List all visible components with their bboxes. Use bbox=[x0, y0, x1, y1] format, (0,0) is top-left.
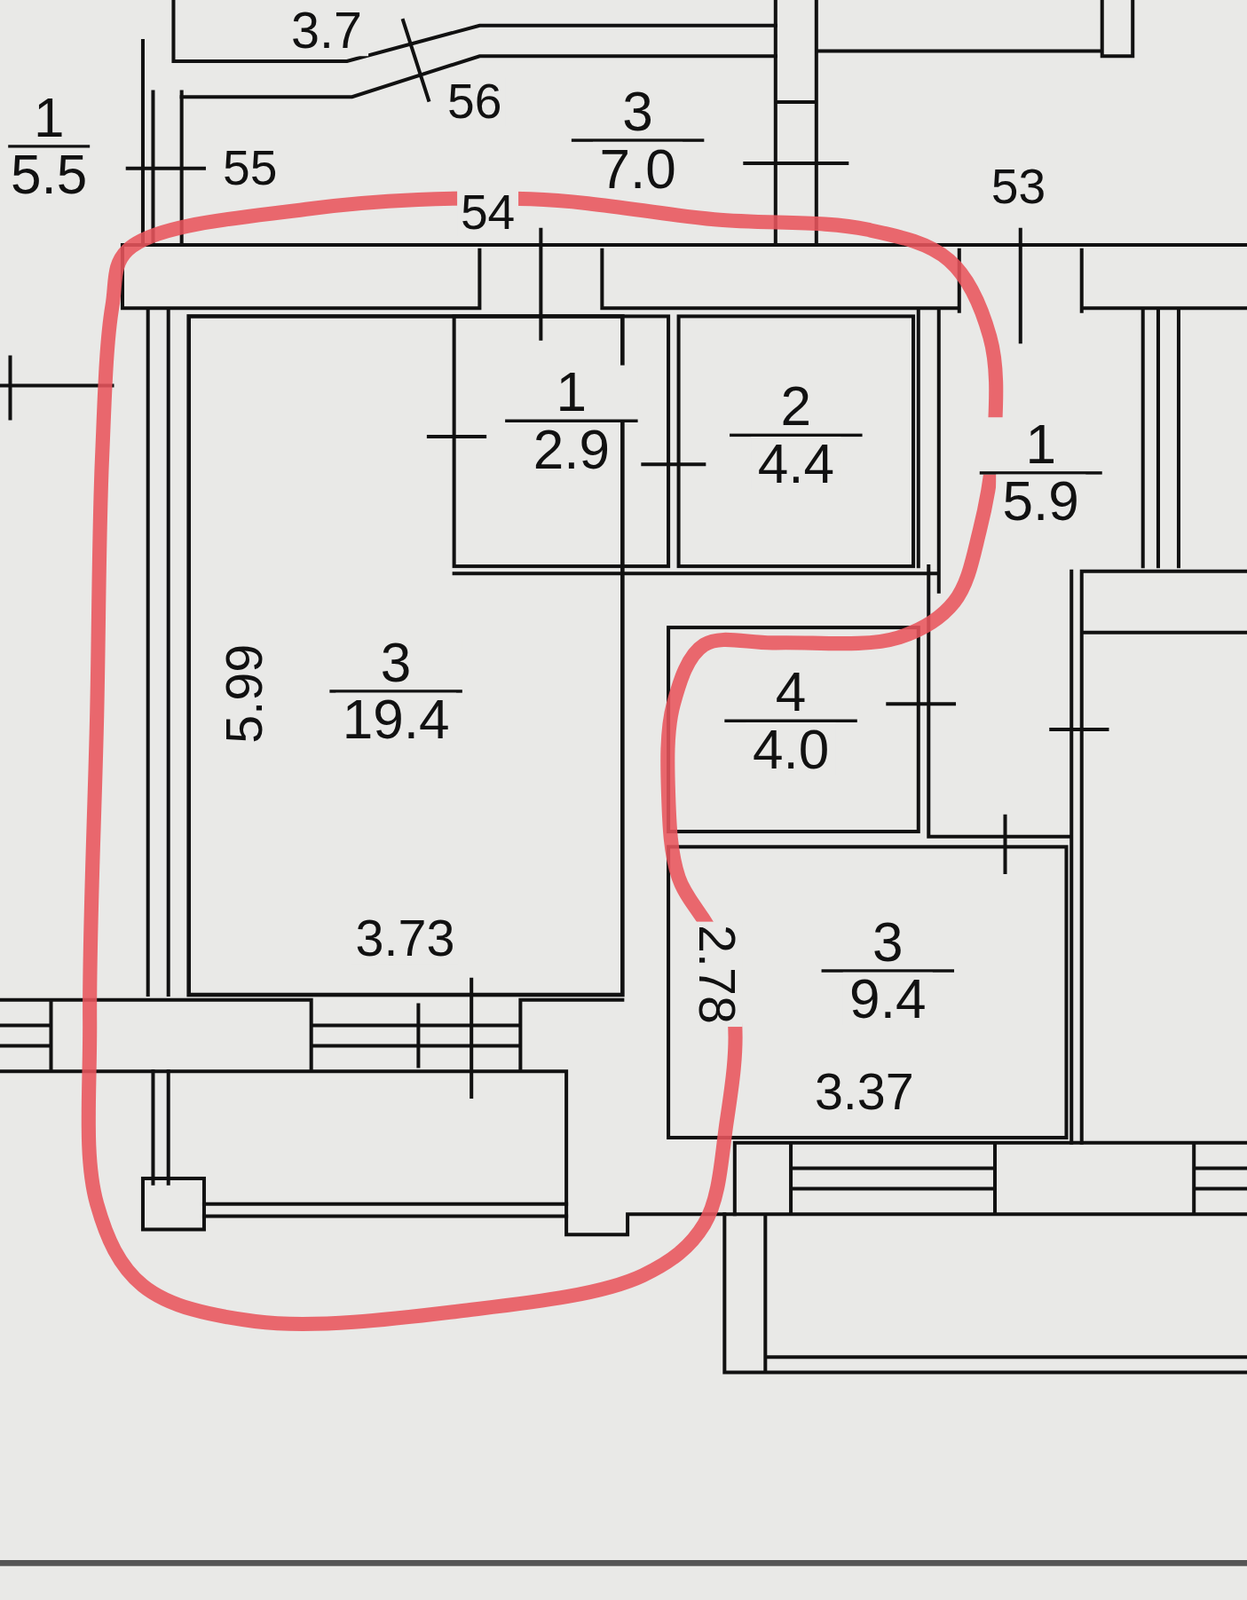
top-right-wall bbox=[744, 0, 1133, 245]
room-number: 4 bbox=[724, 664, 857, 722]
room-number: 2 bbox=[729, 378, 862, 436]
left-wall bbox=[0, 40, 169, 995]
door-number: 55 bbox=[220, 143, 281, 193]
room-number: 3 bbox=[329, 635, 462, 693]
room-label: 3.7 bbox=[284, 5, 369, 56]
room-area: 4.0 bbox=[746, 721, 836, 776]
room-label: 15.9 bbox=[979, 417, 1103, 529]
walls bbox=[0, 0, 1247, 1373]
window-band bbox=[0, 979, 735, 1235]
room-label: 39.4 bbox=[821, 915, 955, 1027]
room-area: 3.7 bbox=[284, 5, 369, 56]
room-outline bbox=[668, 627, 919, 832]
dimension-label: 5.99 bbox=[219, 640, 270, 747]
inner-wall bbox=[428, 311, 940, 592]
room-area: 5.5 bbox=[4, 147, 94, 202]
room-area: 5.9 bbox=[996, 473, 1086, 529]
room-number: 1 bbox=[979, 417, 1103, 474]
room-number: 1 bbox=[7, 90, 90, 148]
room-label: 24.4 bbox=[729, 378, 862, 490]
room-area: 7.0 bbox=[593, 141, 683, 196]
room-outline bbox=[454, 315, 669, 567]
room-outline bbox=[678, 315, 914, 567]
door-number: 53 bbox=[987, 162, 1049, 212]
window-band bbox=[724, 1143, 1247, 1374]
dimension-label: 3.37 bbox=[811, 1065, 917, 1117]
dimension-label: 2.78 bbox=[692, 922, 743, 1028]
room-label: 319.4 bbox=[329, 635, 462, 747]
dimension-label: 3.73 bbox=[352, 913, 458, 964]
highlight-outline bbox=[88, 197, 997, 1325]
room-area: 9.4 bbox=[843, 971, 932, 1027]
door-number: 54 bbox=[457, 188, 518, 237]
column bbox=[142, 1178, 205, 1230]
room-number: 3 bbox=[571, 84, 704, 142]
room-area: 2.9 bbox=[527, 421, 616, 476]
paper-edge bbox=[0, 1560, 1247, 1567]
room-label: 44.0 bbox=[724, 664, 857, 776]
room-label: 37.0 bbox=[571, 84, 704, 196]
door-symbol bbox=[540, 229, 1020, 342]
door-number: 56 bbox=[443, 77, 505, 127]
room-area: 4.4 bbox=[751, 436, 841, 491]
corridor-wall bbox=[122, 244, 1247, 312]
room-number: 1 bbox=[505, 364, 638, 422]
room-number: 3 bbox=[821, 915, 955, 972]
room-area: 19.4 bbox=[336, 692, 457, 747]
room-label: 15.5 bbox=[4, 90, 94, 202]
balcony bbox=[152, 1071, 567, 1216]
room-label: 12.9 bbox=[505, 364, 638, 476]
